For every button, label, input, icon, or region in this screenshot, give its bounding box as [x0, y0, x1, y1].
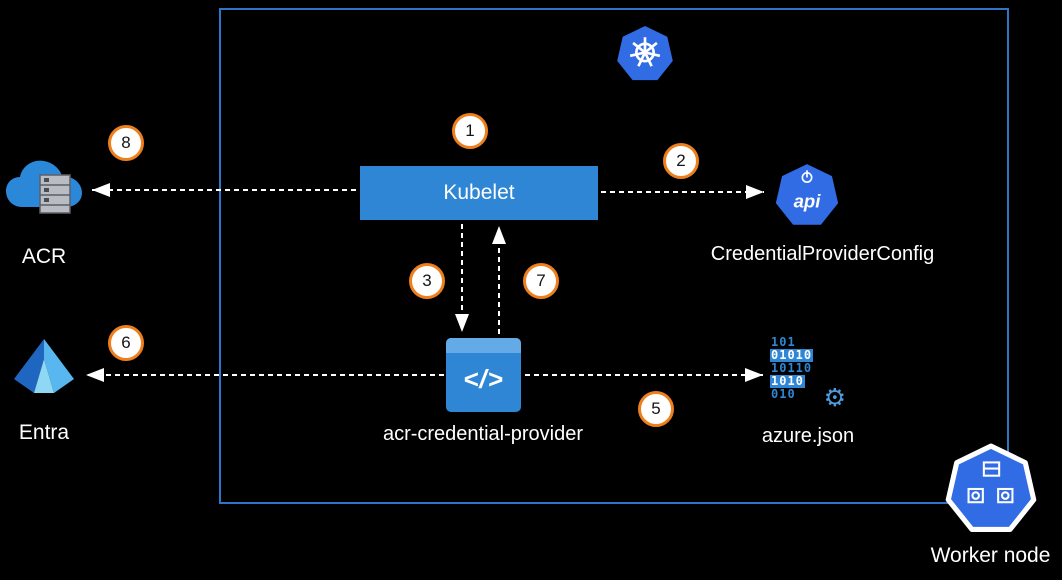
binary-line: 010	[771, 387, 796, 401]
kubernetes-icon	[616, 25, 674, 87]
step-badge-2: 2	[663, 143, 699, 179]
gear-icon: ⚙	[823, 383, 846, 412]
step-badge-5: 5	[638, 391, 674, 427]
step-badge-8: 8	[108, 125, 144, 161]
kubelet-label: Kubelet	[443, 181, 515, 204]
binary-line: 01010	[770, 348, 814, 362]
worker-node-icon	[941, 443, 1041, 544]
acr-label: ACR	[21, 245, 67, 268]
step-badge-6: 6	[108, 325, 144, 361]
worker-node-label: Worker node	[930, 544, 1051, 567]
azure-json-label: azure.json	[761, 425, 855, 447]
step-badge-1: 1	[452, 113, 488, 149]
credential-provider-config-icon: api	[774, 163, 840, 232]
credential-provider-config-label: CredentialProviderConfig	[710, 243, 935, 265]
code-window-titlebar	[446, 338, 521, 353]
binary-line: 101	[771, 335, 796, 349]
acr-icon	[4, 155, 90, 226]
code-icon: </>	[463, 364, 504, 394]
entra-icon	[12, 337, 76, 402]
binary-line: 10110	[771, 361, 813, 375]
azure-json-icon: 101 01010 10110 1010 010 ⚙	[770, 335, 846, 412]
worker-node-boundary	[219, 8, 1009, 504]
entra-label: Entra	[18, 421, 70, 444]
acr-credential-provider-label: acr-credential-provider	[382, 423, 584, 445]
step-badge-7: 7	[523, 263, 559, 299]
api-icon-text: api	[794, 190, 822, 211]
acr-credential-provider-icon: </>	[446, 338, 521, 412]
kubelet-node: Kubelet	[360, 166, 598, 220]
step-badge-3: 3	[409, 263, 445, 299]
binary-line: 1010	[770, 374, 805, 388]
